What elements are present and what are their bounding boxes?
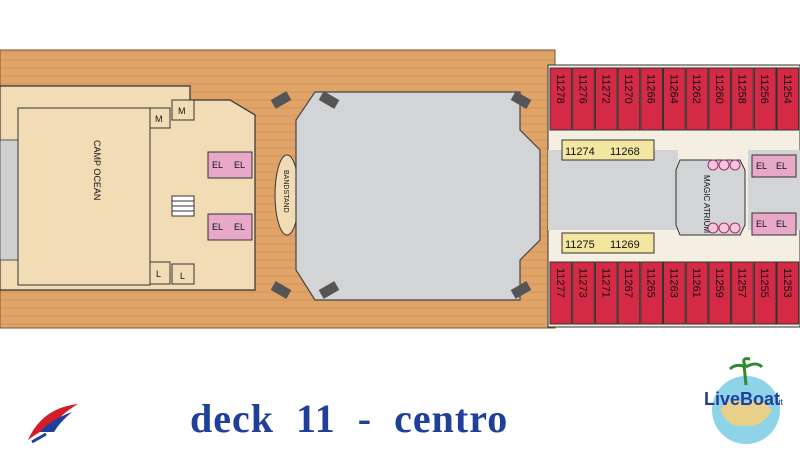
top-cabin [753,67,777,131]
top-cabin [731,67,754,131]
deck-number: 11 [296,396,336,441]
elevator-label: EL [756,161,767,171]
bottom-cabin-number: 11271 [599,268,611,298]
stair-gray-block [0,139,19,261]
bottom-cabin [753,261,777,325]
restroom-men-label: M [178,106,186,116]
magic-atrium-label: MAGIC ATRIUM [702,175,711,233]
top-cabin-number: 11266 [645,74,657,104]
elevator-label: EL [212,160,223,170]
elevator-label: EL [234,160,245,170]
bottom-cabin [685,261,709,325]
bottom-cabin [663,261,686,325]
camp-ocean-label: CAMP OCEAN [92,140,102,200]
inner-cabin-label: 11269 [610,239,640,251]
top-cabin-number: 11272 [599,74,611,104]
top-cabin-number: 11260 [713,74,725,104]
elevator-label: EL [756,219,767,229]
top-cabin [640,67,663,131]
restroom-ladies-label: L [180,271,185,281]
elevator-label: EL [234,222,245,232]
liveboat-text: LiveBoat [704,389,780,409]
title-separator: - [357,396,373,441]
bottom-cabin-number: 11263 [667,268,679,298]
corridor-gray [548,150,678,230]
top-cabin [685,67,709,131]
top-cabin-number: 11262 [690,74,702,104]
restroom-men-2 [149,107,171,129]
restroom-ladies-label: L [156,269,161,279]
elevator-block-right-top [751,154,797,178]
bottom-cabin-number: 11253 [781,268,793,298]
bottom-cabin-number: 11261 [690,268,702,298]
bottom-cabin [549,261,573,325]
bottom-cabin-number: 11267 [622,268,634,298]
bottom-cabin-number: 11265 [645,268,657,298]
restroom-ladies-1 [149,261,171,285]
top-cabin-number: 11270 [622,74,634,104]
cabin-row-bottom: 11277 11273 11271 11267 11265 11263 11261 11259… [549,261,800,325]
bottom-cabin [640,261,663,325]
top-cabin-number: 11278 [554,74,566,104]
bottom-cabin [617,261,641,325]
restroom-men-label: M [155,114,163,124]
bottom-cabin-number: 11259 [713,268,725,298]
restroom-ladies-2 [171,263,195,285]
inner-cabin-label: 11268 [610,146,640,158]
pool-area [295,91,541,301]
deck-title: deck 11 - centro [190,395,508,442]
top-cabin-number: 11256 [758,74,770,104]
bottom-cabin [731,261,754,325]
bandstand-label: BANDSTAND [282,170,289,213]
elevator-block-bottom [207,213,253,241]
magic-atrium [675,159,746,236]
elevator-block-top [207,151,253,179]
bottom-cabin [572,261,595,325]
liveboat-suffix: .it [776,397,784,407]
restroom-men-1 [171,99,195,121]
bottom-cabin [708,261,732,325]
bottom-cabin [776,261,800,325]
top-cabin-number: 11276 [577,74,589,104]
top-cabin [549,67,573,131]
bottom-cabin-number: 11257 [735,268,747,298]
liveboat-logo: LiveBoat .it [704,357,784,444]
atrium-elevators [707,159,741,234]
top-cabin [663,67,686,131]
top-cabin [572,67,595,131]
top-cabin [617,67,641,131]
inner-cabin-block-bottom [561,232,655,254]
elevator-label: EL [212,222,223,232]
top-cabin [708,67,732,131]
inner-cabin-label: 11275 [565,239,595,251]
carnival-logo [28,404,78,444]
top-cabin-number: 11264 [667,74,679,104]
bottom-cabin-number: 11273 [577,268,589,298]
stairs-icon [171,195,195,217]
cabin-row-top: 11278 11276 11272 11270 11266 11264 11262 11260… [549,67,800,131]
top-cabin [594,67,618,131]
deck-word: deck [190,396,274,441]
top-cabin [776,67,800,131]
inner-cabin-block-top [561,139,655,161]
bottom-cabin-number: 11255 [758,268,770,298]
bottom-cabin [594,261,618,325]
elevator-label: EL [776,161,787,171]
elevator-block-right-bottom [751,212,797,236]
camp-ocean-room [17,107,151,286]
bottom-cabin-number: 11277 [554,268,566,298]
top-cabin-number: 11258 [735,74,747,104]
top-cabin-number: 11254 [781,74,793,104]
deck-plan: CAMP OCEAN M M L L EL EL EL EL BANDSTAND… [0,49,800,329]
inner-cabin-label: 11274 [565,146,595,158]
elevator-label: EL [776,219,787,229]
deck-section: centro [394,396,509,441]
deck-stairs [270,91,532,299]
